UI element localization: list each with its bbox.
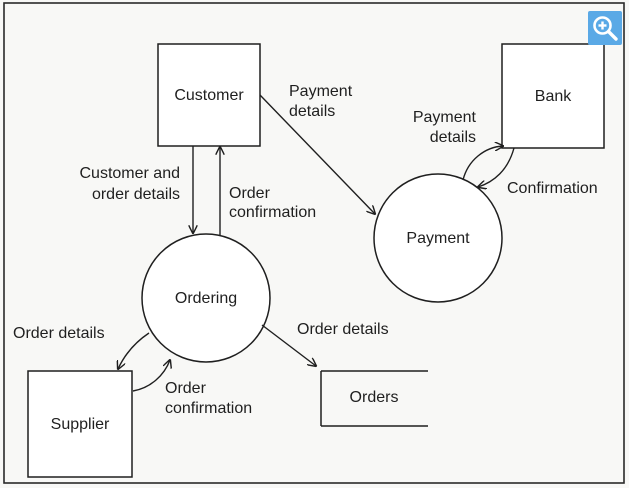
supplier-entity-box [27,370,133,478]
flow-supplier-to-ordering [132,360,170,392]
flow-label-customer-to-ordering-line1: Customer and [79,165,181,182]
flow-label-customer-to-ordering-line2: order details [91,186,180,203]
flow-ordering-to-orders [261,324,316,366]
flow-label-ordering-to-customer-line1: Order [229,185,270,202]
flow-label-payment-to-bank-line1: Payment [412,109,476,126]
supplier-label: Supplier [50,416,110,433]
flow-label-bank-to-payment: Confirmation [507,180,598,197]
flow-label-ordering-to-orders: Order details [297,321,389,338]
flow-label-payment-to-bank-line2: details [429,129,476,146]
bank-entity-box [501,43,605,149]
customer-label: Customer [174,87,244,104]
orders-data-store [320,370,428,427]
flow-bank-to-payment [478,147,515,187]
flow-ordering-to-supplier [118,332,150,369]
flow-label-customer-to-payment-line2: details [289,103,336,120]
flow-label-ordering-to-customer-line2: confirmation [229,204,317,221]
payment-process-circle [373,173,503,303]
zoom-in-button[interactable] [588,11,622,45]
orders-label: Orders [349,389,399,406]
diagram-frame [3,2,625,484]
flow-label-supplier-to-ordering-line2: confirmation [165,400,253,417]
ordering-label: Ordering [174,290,238,307]
ordering-process-circle [141,233,271,363]
flow-customer-to-payment [259,94,375,214]
flow-label-customer-to-payment-line1: Payment [289,83,353,100]
flow-label-supplier-to-ordering-line1: Order [165,380,206,397]
customer-entity-box [157,43,261,147]
zoom-in-icon [593,16,618,41]
payment-label: Payment [406,230,470,247]
flow-payment-to-bank [462,146,503,181]
flow-label-ordering-to-supplier: Order details [13,325,105,342]
bank-label: Bank [534,88,572,105]
